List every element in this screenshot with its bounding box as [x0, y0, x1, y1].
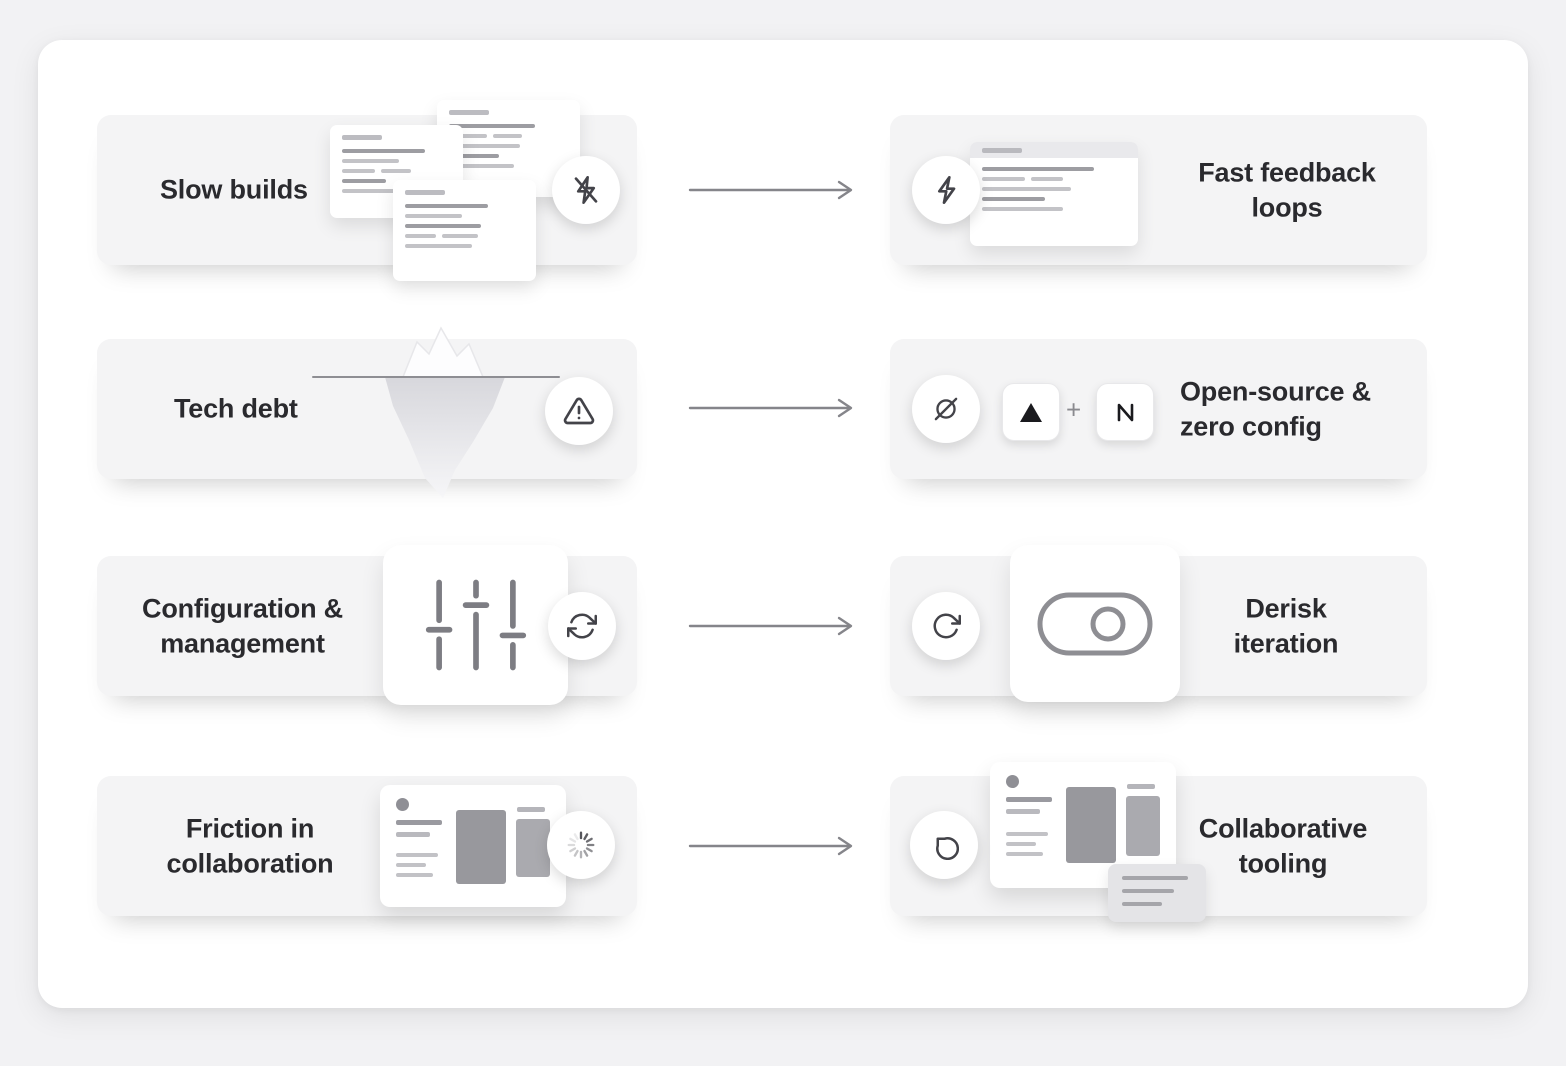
- label-collaborative: Collaborative tooling: [1198, 813, 1368, 878]
- code-line: [982, 197, 1046, 201]
- code-line: [342, 159, 399, 163]
- nextjs-n-icon: [1096, 383, 1154, 441]
- code-line: [982, 187, 1072, 191]
- label-friction: Friction in collaboration: [166, 813, 334, 878]
- text-line: [1122, 876, 1188, 880]
- image-placeholder: [1066, 787, 1116, 863]
- text-line: [396, 863, 426, 867]
- code-line: [405, 224, 482, 228]
- label-tech-debt: Tech debt: [174, 393, 298, 424]
- turborepo-mark-icon: [912, 375, 980, 443]
- code-line: [342, 179, 386, 183]
- code-line: [405, 244, 472, 248]
- text-line: [1006, 852, 1043, 856]
- plus-sign: +: [1066, 394, 1082, 425]
- loading-spinner-icon: [547, 811, 615, 879]
- terminal-window: [393, 180, 536, 281]
- image-placeholder: [456, 810, 506, 884]
- label-derisk: Derisk iteration: [1233, 593, 1339, 658]
- terminal-window: [970, 142, 1138, 246]
- zap-off-icon: [552, 156, 620, 224]
- label-fast-feedback: Fast feedback loops: [1198, 157, 1376, 222]
- code-line: [342, 189, 406, 193]
- label-open-source: Open-source & zero config: [1180, 376, 1371, 441]
- text-line: [1006, 797, 1052, 802]
- sliders-illustration: [383, 545, 568, 705]
- droplet-icon: [910, 811, 978, 879]
- text-line: [1122, 889, 1174, 893]
- code-line: [982, 207, 1063, 211]
- label-configuration: Configuration & management: [142, 593, 343, 658]
- arrow-right: [688, 834, 860, 863]
- code-line: [982, 167, 1095, 171]
- code-line: [342, 169, 451, 173]
- avatar-dot: [396, 798, 409, 811]
- code-line: [405, 214, 463, 218]
- avatar-dot: [1006, 775, 1019, 788]
- label-slow-builds: Slow builds: [160, 174, 308, 205]
- iceberg-illustration: [312, 326, 560, 498]
- code-line: [405, 234, 524, 238]
- zap-icon: [912, 156, 980, 224]
- text-line: [396, 873, 433, 877]
- code-line: [449, 124, 535, 128]
- text-line: [396, 853, 438, 857]
- code-line: [449, 134, 568, 138]
- arrow-right: [688, 396, 860, 425]
- image-placeholder: [1126, 796, 1160, 856]
- arrow-right: [688, 178, 860, 207]
- rotate-clockwise-icon: [912, 592, 980, 660]
- text-line: [396, 832, 430, 837]
- code-line: [449, 154, 499, 158]
- window-title-bar: [449, 110, 489, 115]
- image-placeholder: [516, 819, 550, 877]
- comment-card: [1108, 864, 1206, 922]
- code-line: [982, 177, 1126, 181]
- code-line: [405, 204, 489, 208]
- text-line: [517, 807, 545, 812]
- text-line: [1127, 784, 1155, 789]
- window-title-bar: [405, 190, 445, 195]
- toggle-illustration: [1010, 545, 1180, 702]
- arrow-right: [688, 614, 860, 643]
- document-illustration: [380, 785, 566, 907]
- vercel-triangle-icon: [1002, 383, 1060, 441]
- window-title-bar: [342, 135, 382, 140]
- code-line: [449, 144, 521, 148]
- text-line: [396, 820, 442, 825]
- text-line: [1006, 832, 1048, 836]
- window-title-bar: [970, 142, 1138, 158]
- text-line: [1006, 809, 1040, 814]
- code-line: [342, 149, 425, 153]
- alert-triangle-icon: [545, 377, 613, 445]
- text-line: [1122, 902, 1162, 906]
- sync-arrows-icon: [548, 592, 616, 660]
- text-line: [1006, 842, 1036, 846]
- code-line: [449, 164, 515, 168]
